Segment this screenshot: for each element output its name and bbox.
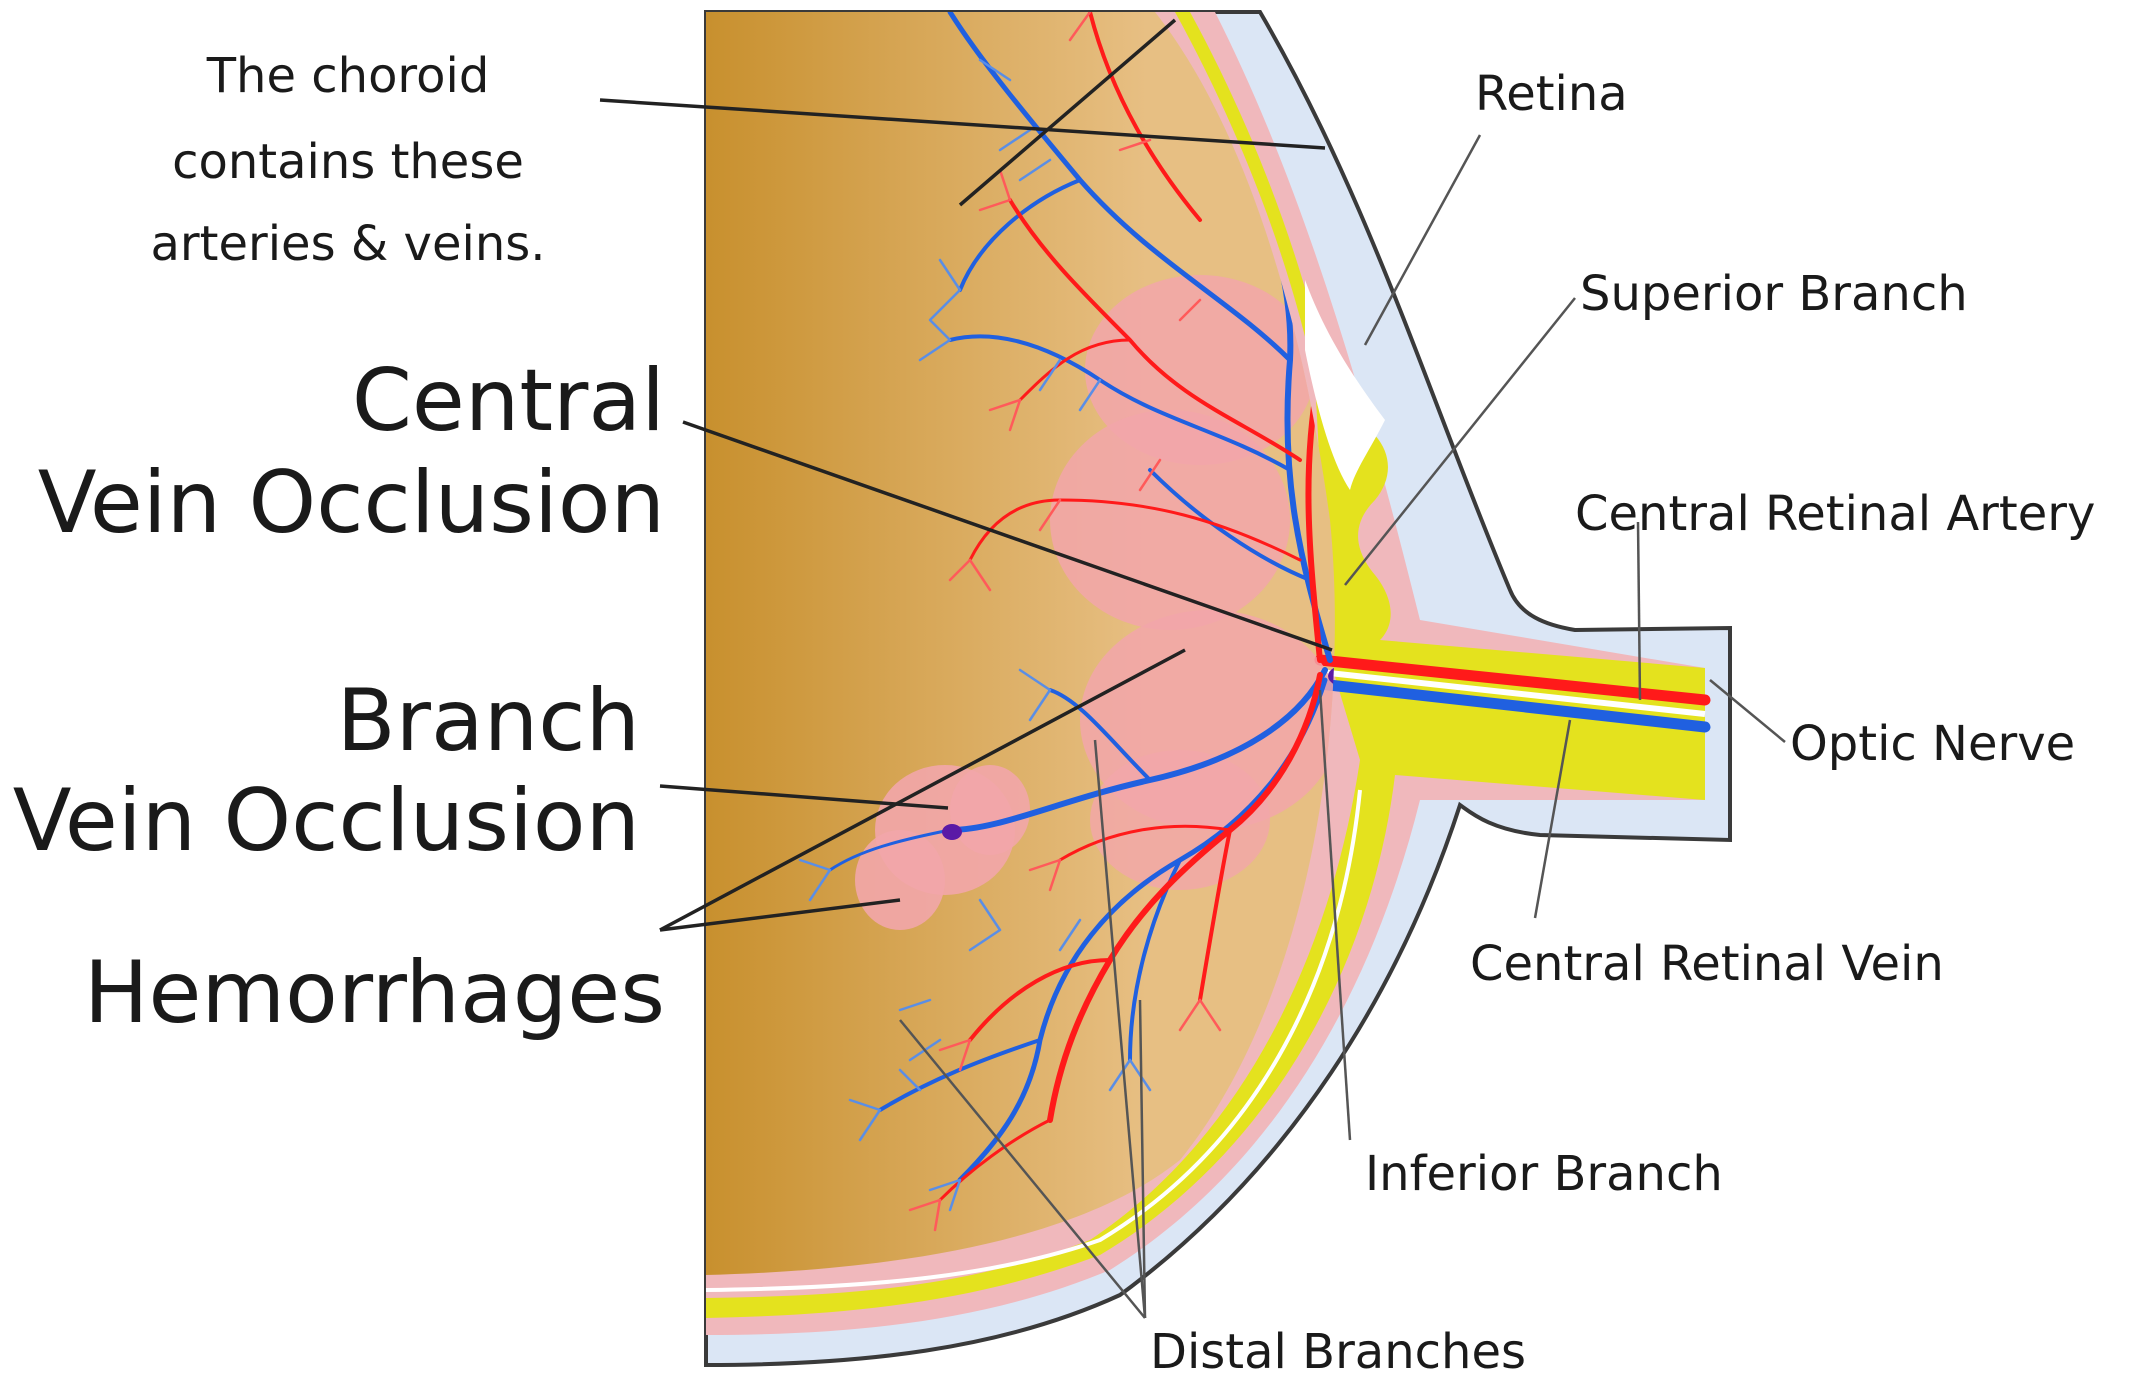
label-choroid-2: contains these	[172, 134, 524, 190]
label-inferior-branch: Inferior Branch	[1365, 1146, 1723, 1202]
branch-occlusion-dot	[942, 824, 962, 840]
label-superior-branch: Superior Branch	[1580, 266, 1968, 322]
label-retina: Retina	[1475, 66, 1628, 122]
label-choroid-1: The choroid	[206, 48, 490, 104]
label-optic-nerve: Optic Nerve	[1790, 716, 2075, 772]
label-central-2: Vein Occlusion	[38, 453, 665, 553]
label-central-retinal-artery: Central Retinal Artery	[1575, 486, 2095, 542]
label-distal-branches: Distal Branches	[1150, 1324, 1526, 1374]
label-choroid-3: arteries & veins.	[150, 216, 545, 272]
label-branch-1: Branch	[337, 671, 640, 771]
label-branch-2: Vein Occlusion	[13, 771, 640, 871]
hemorrhage-branch-2	[855, 830, 945, 930]
label-central-retinal-vein: Central Retinal Vein	[1470, 936, 1944, 992]
label-central-1: Central	[352, 351, 665, 451]
hemorrhage-mid	[1050, 410, 1290, 630]
label-hemorrhages: Hemorrhages	[84, 943, 665, 1043]
hemorrhage-branch-3	[950, 765, 1030, 855]
